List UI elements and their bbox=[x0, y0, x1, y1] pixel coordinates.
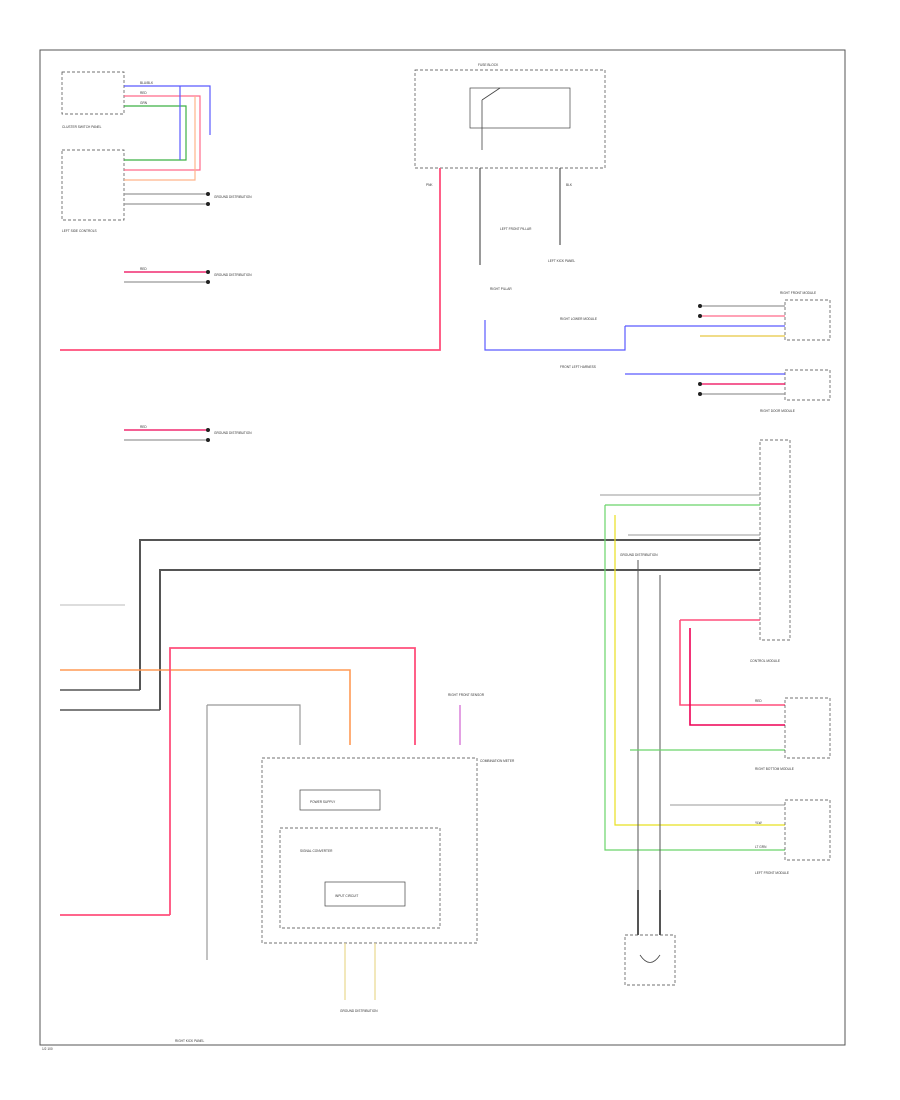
page-code: 1/2 100 bbox=[42, 1047, 53, 1051]
splice-dots-left bbox=[206, 192, 210, 442]
ground-dist-label-1: GROUND DISTRIBUTION bbox=[214, 195, 252, 199]
right-lower-modules: RIGHT BOTTOM MODULE LEFT FRONT MODULE bbox=[755, 697, 831, 875]
wire-label-grn: GRN bbox=[140, 101, 148, 105]
combination-meter-label: COMBINATION METER bbox=[480, 759, 515, 763]
left-front-pillar-label: LEFT FRONT PILLAR bbox=[500, 227, 532, 231]
wire-label-red: RED bbox=[140, 91, 147, 95]
splice-dots-right bbox=[698, 304, 702, 396]
top-left-wires bbox=[124, 85, 211, 441]
diagram-frame bbox=[39, 49, 846, 1046]
right-pillar-label: RIGHT PILLAR bbox=[490, 287, 512, 291]
right-front-sensor-label: RIGHT FRONT SENSOR bbox=[448, 693, 485, 697]
wire-label-red-4: RED bbox=[755, 699, 762, 703]
combination-meter: COMBINATION METER POWER SUPPLY SIGNAL CO… bbox=[261, 757, 515, 944]
right-bottom-module-label: RIGHT BOTTOM MODULE bbox=[755, 767, 794, 771]
ground-dist-label-5: GROUND DISTRIBUTION bbox=[340, 1009, 378, 1013]
ground-left-label: LEFT KICK PANEL bbox=[548, 259, 575, 263]
ground-dist-label-4: GROUND DISTRIBUTION bbox=[620, 553, 658, 557]
fuse-block-label: FUSE BLOCK bbox=[478, 63, 499, 67]
wire-label-pnk: PNK bbox=[426, 183, 433, 187]
power-supply-label: POWER SUPPLY bbox=[310, 800, 336, 804]
ground-right-label: RIGHT KICK PANEL bbox=[175, 1039, 205, 1043]
ground-dist-label-3: GROUND DISTRIBUTION bbox=[214, 431, 252, 435]
control-module-connector: CONTROL MODULE bbox=[750, 439, 791, 663]
fuse-block-wires bbox=[60, 168, 561, 351]
front-left-harness-label: FRONT LEFT HARNESS bbox=[560, 365, 596, 369]
wire-label-lt-grn: LT GRN bbox=[755, 845, 767, 849]
ground-dist-label-2: GROUND DISTRIBUTION bbox=[214, 273, 252, 277]
left-controls-label: LEFT SIDE CONTROLS bbox=[62, 229, 97, 233]
right-front-sensor bbox=[624, 890, 676, 986]
right-door-module-label: RIGHT DOOR MODULE bbox=[760, 409, 795, 413]
right-upper-wires bbox=[484, 305, 785, 395]
wire-label-red-3: RED bbox=[140, 425, 147, 429]
main-harness-wires bbox=[60, 494, 785, 916]
wire-label-ylw: YLW bbox=[755, 821, 762, 825]
cluster-switch-panel-label: CLUSTER SWITCH PANEL bbox=[62, 125, 102, 129]
input-circuit-label: INPUT CIRCUIT bbox=[335, 894, 358, 898]
right-upper-module: RIGHT FRONT MODULE RIGHT DOOR MODULE bbox=[760, 291, 831, 413]
signal-converter-label: SIGNAL CONVERTER bbox=[300, 849, 333, 853]
control-module-label: CONTROL MODULE bbox=[750, 659, 780, 663]
fuse-block: FUSE BLOCK bbox=[414, 63, 606, 169]
right-upper-module-label: RIGHT FRONT MODULE bbox=[780, 291, 816, 295]
left-mid-module-label: LEFT FRONT MODULE bbox=[755, 871, 789, 875]
wire-label-blk: BLK bbox=[566, 183, 573, 187]
right-lower-module-label: RIGHT LOWER MODULE bbox=[560, 317, 597, 321]
wire-label-red-2: RED bbox=[140, 267, 147, 271]
wire-label-blu-blk: BLU/BLK bbox=[140, 81, 154, 85]
cluster-switch-panel: CLUSTER SWITCH PANEL LEFT SIDE CONTROLS bbox=[61, 71, 125, 233]
meter-wires bbox=[206, 704, 461, 1000]
